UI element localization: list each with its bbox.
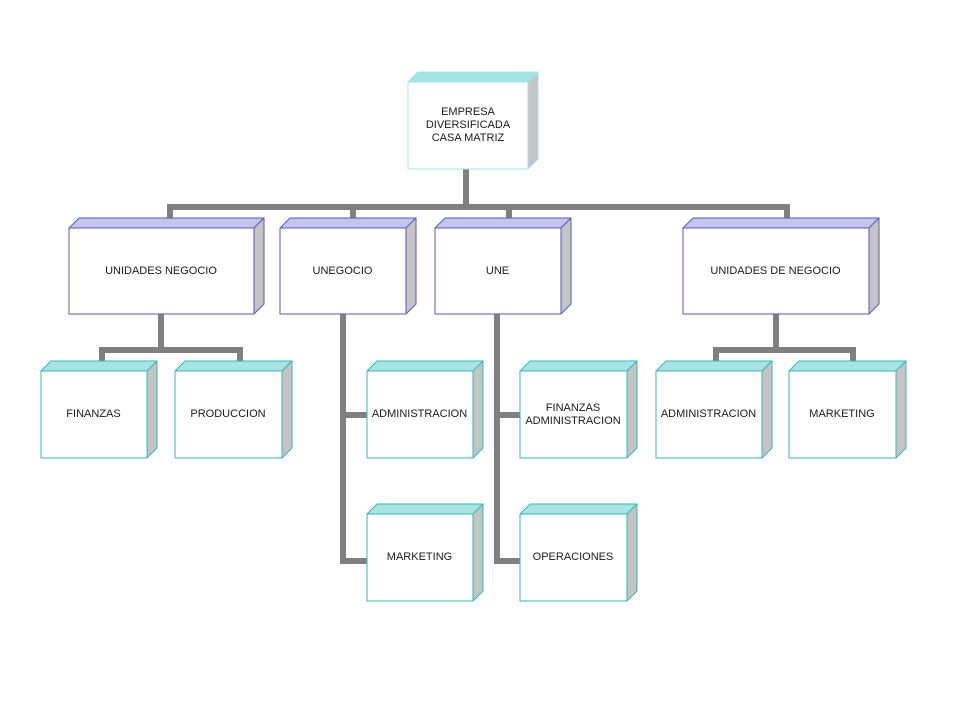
node-unit-3: UNE [434, 217, 572, 315]
node-label: PRODUCCION [190, 408, 266, 420]
box-side-face [895, 360, 907, 459]
box-top-face [366, 503, 484, 515]
box-shape [68, 217, 265, 315]
box-front-face [407, 81, 529, 170]
box-top-face [40, 360, 158, 372]
box-front-face [682, 227, 870, 315]
box-shape [788, 360, 907, 459]
box-top-face [682, 217, 880, 229]
box-front-face [174, 370, 283, 459]
box-top-face [68, 217, 265, 229]
node-dept-produccion: PRODUCCION [174, 360, 293, 459]
box-top-face [174, 360, 293, 372]
node-dept-finanzas: FINANZAS [40, 360, 158, 459]
node-label: UNIDADES NEGOCIO [105, 264, 217, 277]
node-label: UNIDADES DE NEGOCIO [710, 264, 841, 277]
node-label: FINANZAS [66, 408, 121, 420]
node-unit-4: UNIDADES DE NEGOCIO [682, 217, 880, 315]
box-side-face [146, 360, 158, 459]
node-label: FINANZAS ADMINISTRACION [525, 401, 621, 427]
box-shape [519, 360, 638, 459]
node-label: EMPRESA DIVERSIFICADA CASA MATRIZ [425, 106, 511, 144]
box-front-face [788, 370, 897, 459]
box-side-face [868, 217, 880, 315]
box-front-face [40, 370, 148, 459]
box-shape [682, 217, 880, 315]
box-side-face [626, 503, 638, 602]
box-side-face [253, 217, 265, 315]
box-shape [174, 360, 293, 459]
box-shape [40, 360, 158, 459]
box-front-face [68, 227, 255, 315]
box-side-face [472, 360, 484, 459]
box-side-face [281, 360, 293, 459]
node-label: UNE [485, 264, 510, 277]
box-shape [519, 503, 638, 602]
box-side-face [626, 360, 638, 459]
box-top-face [519, 503, 638, 515]
box-side-face [472, 503, 484, 602]
box-front-face [434, 227, 562, 315]
box-shape [279, 217, 417, 315]
node-unit-1: UNIDADES NEGOCIO [68, 217, 265, 315]
node-dept-administracion-unidades: ADMINISTRACION [655, 360, 773, 459]
node-label: ADMINISTRACION [660, 408, 757, 420]
box-front-face [519, 370, 628, 459]
node-dept-finanzas-administracion: FINANZAS ADMINISTRACION [519, 360, 638, 459]
node-dept-operaciones: OPERACIONES [519, 503, 638, 602]
node-label: UNEGOCIO [312, 264, 373, 277]
node-label: MARKETING [386, 551, 453, 563]
node-label: MARKETING [809, 408, 875, 420]
box-shape [366, 503, 484, 602]
node-dept-administracion-unegocio: ADMINISTRACION [366, 360, 484, 459]
box-shape [407, 71, 539, 170]
node-label: OPERACIONES [532, 551, 614, 563]
box-front-face [655, 370, 763, 459]
box-top-face [407, 71, 539, 83]
node-dept-marketing-unegocio: MARKETING [366, 503, 484, 602]
box-shape [434, 217, 572, 315]
box-front-face [366, 513, 474, 602]
box-front-face [279, 227, 407, 315]
node-unit-2: UNEGOCIO [279, 217, 417, 315]
box-top-face [434, 217, 572, 229]
box-shape [366, 360, 484, 459]
box-top-face [279, 217, 417, 229]
box-side-face [761, 360, 773, 459]
box-side-face [405, 217, 417, 315]
box-top-face [788, 360, 907, 372]
box-shape [655, 360, 773, 459]
node-root: EMPRESA DIVERSIFICADA CASA MATRIZ [407, 71, 539, 170]
box-side-face [527, 71, 539, 170]
node-label: ADMINISTRACION [371, 408, 468, 420]
box-side-face [560, 217, 572, 315]
box-top-face [655, 360, 773, 372]
box-front-face [519, 513, 628, 602]
box-front-face [366, 370, 474, 459]
box-top-face [519, 360, 638, 372]
box-top-face [366, 360, 484, 372]
node-dept-marketing-unidades: MARKETING [788, 360, 907, 459]
